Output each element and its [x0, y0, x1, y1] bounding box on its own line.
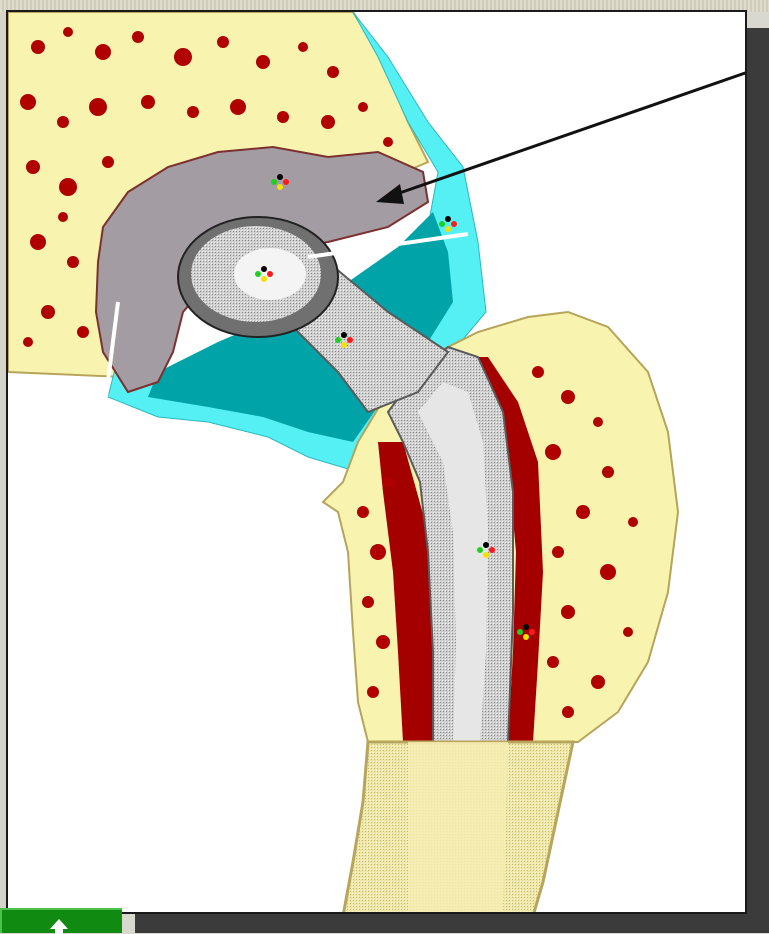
nav-up-button[interactable]	[0, 908, 122, 933]
hip-prosthesis-diagram	[8, 12, 747, 914]
shaft-medulla	[408, 742, 508, 914]
figure-frame	[6, 10, 747, 914]
up-arrow-stem	[55, 928, 63, 934]
